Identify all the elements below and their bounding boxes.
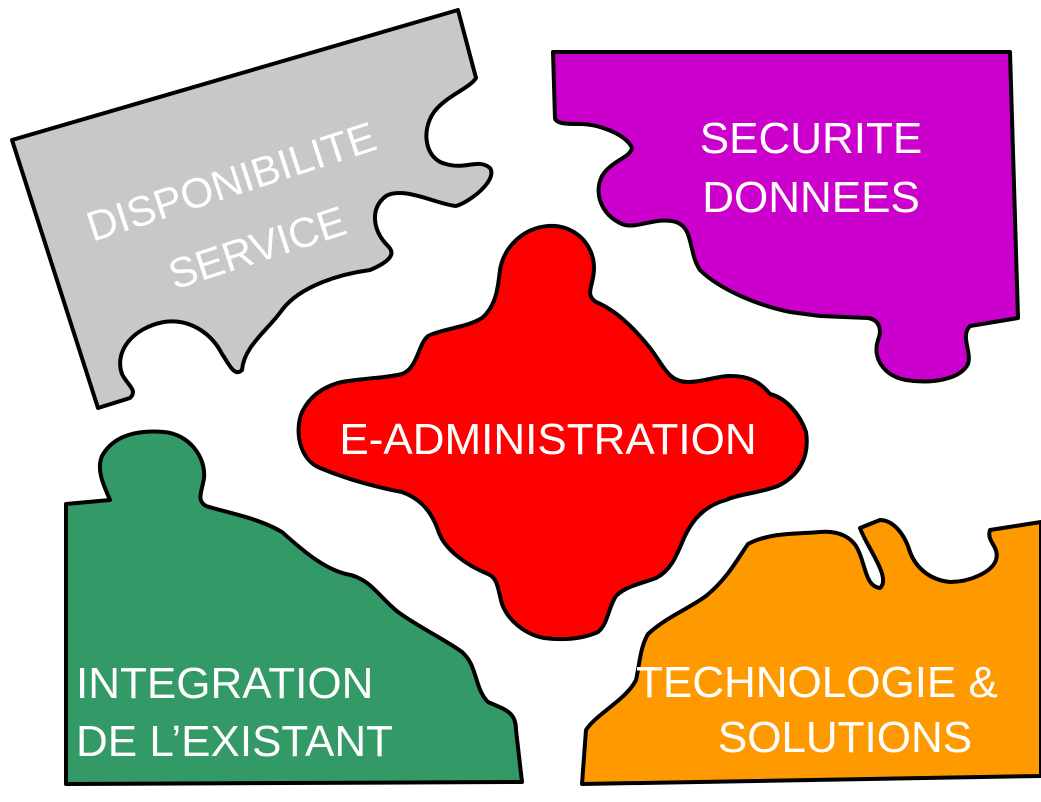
piece-securite: SECURITE DONNEES xyxy=(551,50,1020,384)
piece-technologie-shape xyxy=(580,518,1041,786)
piece-technologie: TECHNOLOGIE & SOLUTIONS xyxy=(580,518,1041,786)
piece-integration-shape xyxy=(64,429,524,786)
piece-disponibilite: DISPONIBILITE SERVICE xyxy=(10,8,494,410)
integration-line1: INTEGRATION xyxy=(76,659,373,708)
piece-securite-shape xyxy=(551,50,1020,384)
integration-line2: DE L’EXISTANT xyxy=(76,717,393,766)
technologie-line1: TECHNOLOGIE & xyxy=(636,658,998,707)
piece-integration: INTEGRATION DE L’EXISTANT xyxy=(64,429,524,786)
center-label: E-ADMINISTRATION xyxy=(339,415,756,464)
piece-center: E-ADMINISTRATION xyxy=(296,223,809,642)
piece-disponibilite-shape xyxy=(10,8,494,410)
technologie-line2: SOLUTIONS xyxy=(718,713,972,762)
piece-center-shape xyxy=(296,223,809,642)
securite-line1: SECURITE xyxy=(700,114,922,163)
securite-line2: DONNEES xyxy=(702,173,920,222)
